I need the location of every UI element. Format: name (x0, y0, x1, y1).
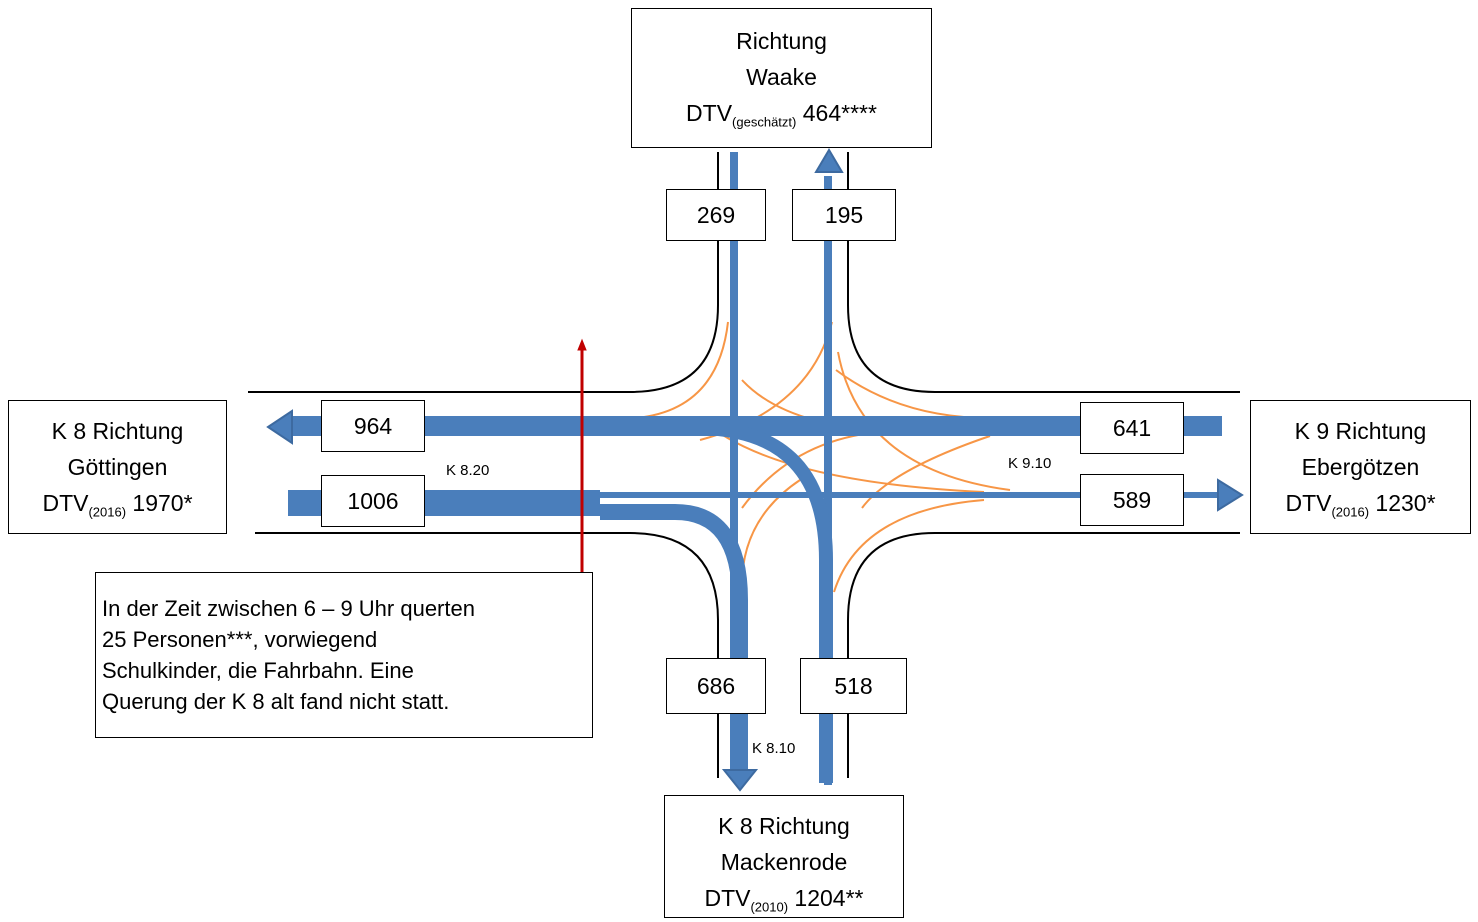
flow-west-to-south (600, 504, 748, 770)
destination-south: K 8 Richtung Mackenrode DTV(2010) 1204** (664, 795, 904, 918)
arrow-west-icon (266, 409, 293, 445)
north-dtv: DTV(geschätzt) 464**** (686, 100, 877, 130)
turn-path (837, 351, 1011, 491)
arrow-north-icon (814, 148, 844, 173)
arrow-east-icon (1217, 478, 1244, 512)
segment-label-south: K 8.10 (752, 740, 796, 757)
note-line: 25 Personen***, vorwiegend (102, 627, 378, 652)
count-south-in: 518 (800, 658, 907, 714)
crossing-note: In der Zeit zwischen 6 – 9 Uhr querten 2… (95, 572, 593, 738)
segment-label-east: K 9.10 (1008, 455, 1052, 472)
count-east-out: 589 (1080, 474, 1184, 526)
note-line: Schulkinder, die Fahrbahn. Eine (102, 658, 414, 683)
north-line2: Waake (746, 64, 817, 90)
destination-east: K 9 Richtung Ebergötzen DTV(2016) 1230* (1250, 400, 1471, 534)
road-edge-nw (248, 152, 719, 393)
south-line2: Mackenrode (720, 849, 848, 875)
turn-path (861, 435, 991, 509)
flow-west-to-north (699, 421, 833, 783)
segment-label-west: K 8.20 (446, 462, 490, 479)
count-south-out: 686 (666, 658, 766, 714)
count-north-in: 269 (666, 189, 766, 241)
turn-path (635, 321, 729, 419)
count-west-out: 964 (321, 400, 425, 452)
destination-west: K 8 Richtung Göttingen DTV(2016) 1970* (8, 400, 227, 534)
arrow-heads (266, 148, 1244, 792)
road-edge-se (847, 532, 1240, 778)
note-line: Querung der K 8 alt fand nicht statt. (102, 689, 450, 714)
west-line2: Göttingen (67, 454, 168, 480)
arrow-south-icon (721, 769, 759, 792)
count-north-out: 195 (792, 189, 896, 241)
crossing-arrow-up-icon (577, 338, 587, 351)
road-edge-ne (847, 152, 1240, 393)
note-line: In der Zeit zwischen 6 – 9 Uhr querten (102, 596, 475, 621)
south-line1: K 8 Richtung (718, 813, 850, 839)
east-line2: Ebergötzen (1301, 454, 1420, 480)
west-line1: K 8 Richtung (51, 418, 184, 444)
road-edge-sw (255, 532, 719, 778)
north-line1: Richtung (736, 28, 827, 54)
turn-path (835, 369, 991, 419)
turn-path (833, 499, 985, 593)
east-dtv: DTV(2016) 1230* (1285, 490, 1436, 520)
count-west-in: 1006 (321, 475, 425, 527)
road-edges (248, 152, 1240, 778)
west-dtv: DTV(2016) 1970* (42, 490, 193, 520)
east-line1: K 9 Richtung (1294, 418, 1427, 444)
destination-north: Richtung Waake DTV(geschätzt) 464**** (631, 8, 932, 148)
count-east-in: 641 (1080, 402, 1184, 454)
south-dtv: DTV(2010) 1204** (704, 885, 864, 915)
